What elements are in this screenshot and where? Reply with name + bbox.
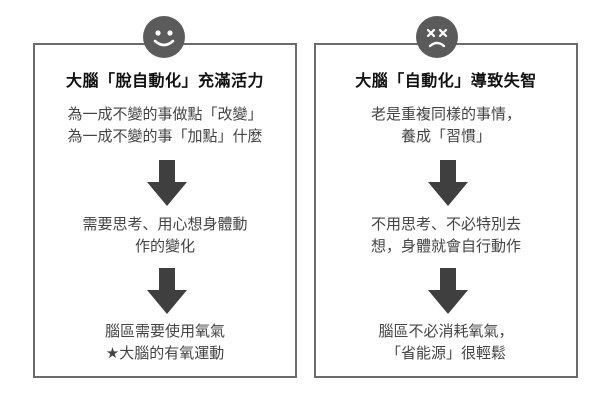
left-step2-line2: 作的變化 <box>134 237 195 255</box>
right-step2-line2: 想，身體就會自行動作 <box>370 237 521 255</box>
down-arrow-icon <box>147 160 187 206</box>
left-step1-line1: 為一成不變的事做點「改變」 <box>67 105 263 123</box>
smiley-face-icon <box>143 16 185 58</box>
left-step2-text: 需要思考、用心想身體動 作的變化 <box>35 213 295 257</box>
left-step3-text: 腦區需要使用氧氣 ★大腦的有氧運動 <box>35 320 295 364</box>
left-panel-brain-active: 大腦「脫自動化」充滿活力 為一成不變的事做點「改變」 為一成不變的事「加點」什麼… <box>33 43 297 378</box>
down-arrow-icon <box>147 268 187 314</box>
down-arrow-icon <box>428 160 468 206</box>
dizzy-face-icon <box>416 16 458 58</box>
right-step2-text: 不用思考、不必特別去 想，身體就會自行動作 <box>316 213 576 257</box>
left-step3-line1: 腦區需要使用氧氣 <box>104 322 225 340</box>
right-step1-line1: 老是重複同樣的事情， <box>370 105 521 123</box>
left-step1-line2: 為一成不變的事「加點」什麼 <box>67 127 263 145</box>
down-arrow-icon <box>428 268 468 314</box>
right-step2-line1: 不用思考、不必特別去 <box>370 215 521 233</box>
right-step3-text: 腦區不必消耗氧氣， 「省能源」很輕鬆 <box>316 320 576 364</box>
right-step3-line2: 「省能源」很輕鬆 <box>385 344 506 362</box>
right-step1-text: 老是重複同樣的事情， 養成「習慣」 <box>316 103 576 147</box>
left-step1-text: 為一成不變的事做點「改變」 為一成不變的事「加點」什麼 <box>35 103 295 147</box>
right-step3-line1: 腦區不必消耗氧氣， <box>378 322 514 340</box>
left-step3-line2: ★大腦的有氧運動 <box>105 344 225 362</box>
right-title: 大腦「自動化」導致失智 <box>355 71 537 90</box>
right-panel-brain-automated: 大腦「自動化」導致失智 老是重複同樣的事情， 養成「習慣」 不用思考、不必特別去… <box>314 43 578 378</box>
right-step1-line2: 養成「習慣」 <box>400 127 491 145</box>
left-title: 大腦「脫自動化」充滿活力 <box>65 71 264 90</box>
left-step2-line1: 需要思考、用心想身體動 <box>82 215 248 233</box>
